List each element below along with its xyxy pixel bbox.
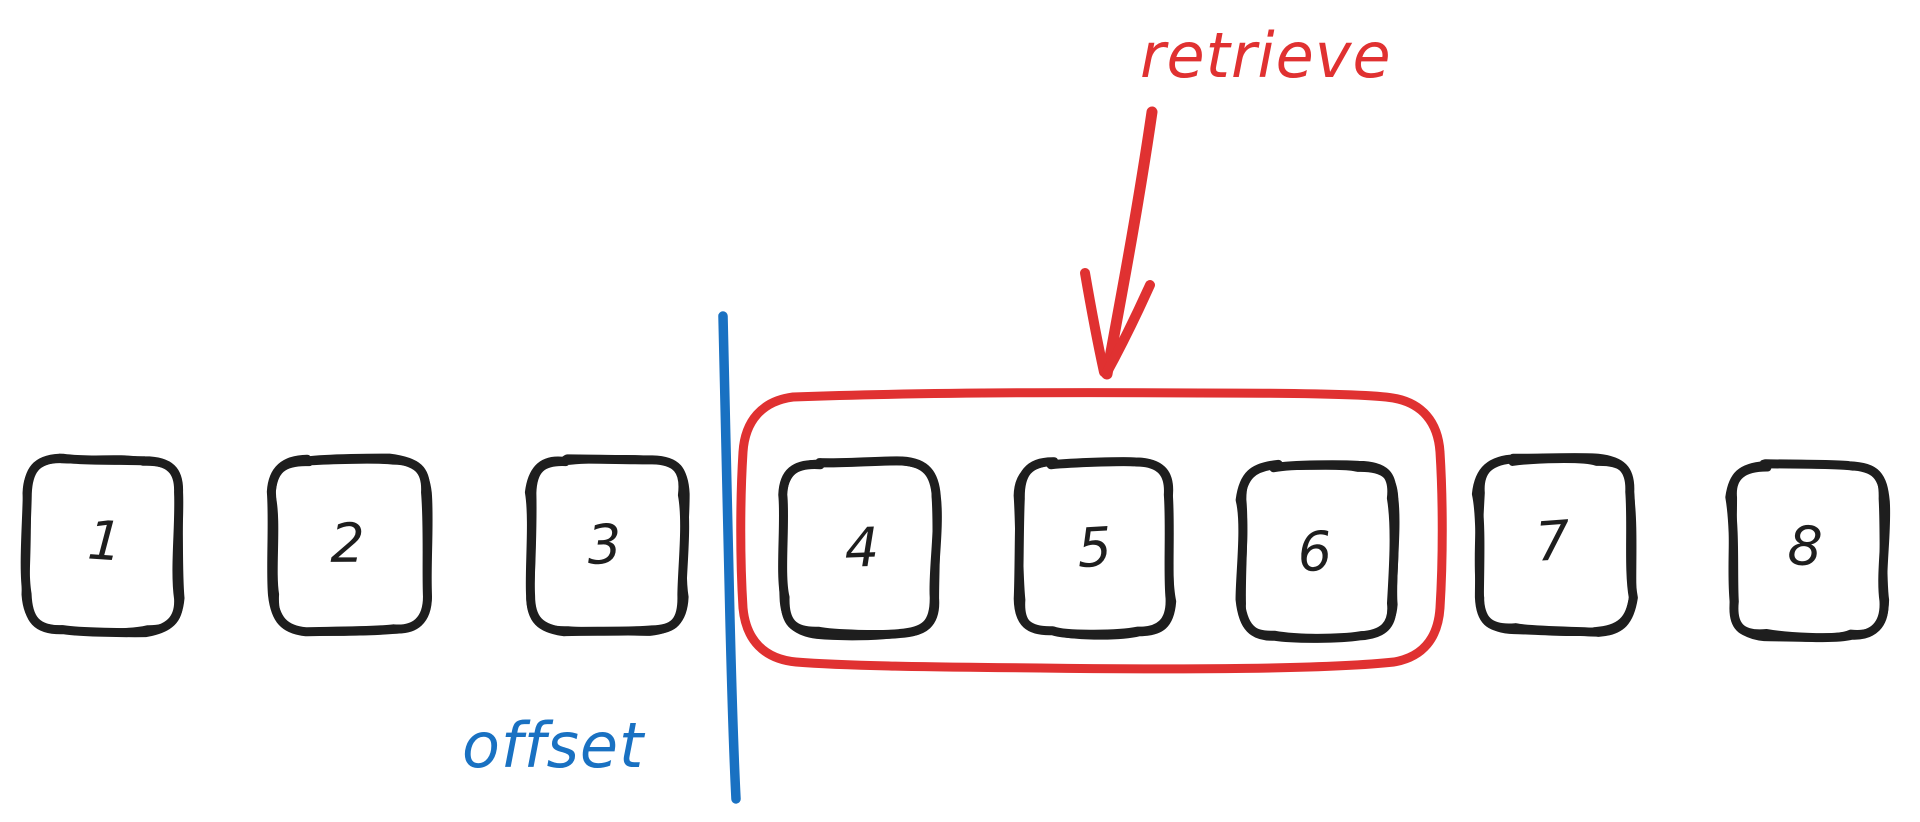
item-box-label: 1 xyxy=(86,509,124,574)
item-box-outline-pass2 xyxy=(526,454,690,636)
item-box-label: 4 xyxy=(844,516,880,580)
item-box-label: 7 xyxy=(1534,508,1573,573)
item-box-6[interactable]: 6 xyxy=(1235,459,1400,643)
retrieve-label: retrieve xyxy=(1140,19,1392,92)
item-box-5[interactable]: 5 xyxy=(1013,457,1177,640)
item-box-label: 2 xyxy=(330,512,365,575)
item-box-3[interactable]: 3 xyxy=(524,454,690,637)
item-box-label: 6 xyxy=(1296,519,1334,584)
retrieve-arrow xyxy=(1080,106,1158,380)
item-box-2[interactable]: 2 xyxy=(266,453,433,637)
retrieve-selection-rect xyxy=(736,388,1447,674)
offset-label: offset xyxy=(462,709,646,782)
item-box-label: 5 xyxy=(1075,515,1113,580)
item-boxes-group: 1 2 3 4 5 6 7 8 xyxy=(20,453,1891,643)
offset-divider-line xyxy=(718,311,741,804)
item-box-label: 8 xyxy=(1786,514,1824,579)
item-box-1[interactable]: 1 xyxy=(20,453,185,638)
item-box-7[interactable]: 7 xyxy=(1471,453,1638,637)
item-box-outline-pass2 xyxy=(21,455,185,637)
item-box-outline-pass2 xyxy=(778,457,941,641)
item-box-label: 3 xyxy=(586,512,623,577)
item-box-outline-pass2 xyxy=(1474,455,1637,637)
item-box-4[interactable]: 4 xyxy=(778,456,942,641)
item-box-outline-pass2 xyxy=(1013,457,1177,640)
item-box-8[interactable]: 8 xyxy=(1725,459,1891,643)
item-box-outline-pass2 xyxy=(1728,459,1890,642)
item-box-outline-pass2 xyxy=(268,456,433,636)
item-box-outline-pass2 xyxy=(1238,461,1400,642)
